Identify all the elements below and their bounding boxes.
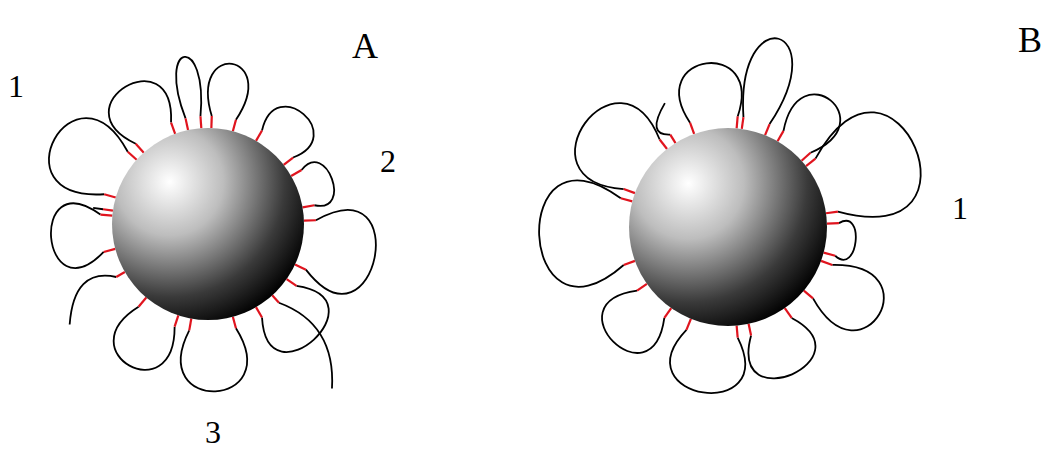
anchor-segment bbox=[210, 116, 213, 128]
anchor-segment bbox=[171, 123, 175, 134]
particle-sphere bbox=[112, 128, 304, 320]
anchor-segment bbox=[624, 261, 635, 265]
anchor-segment bbox=[189, 319, 191, 331]
particle-sphere bbox=[629, 128, 827, 326]
polymer-tail bbox=[279, 303, 332, 389]
anchor-segment bbox=[737, 116, 738, 128]
polymer-tail bbox=[70, 276, 117, 325]
anchor-segment bbox=[827, 222, 839, 225]
polymer-loop bbox=[176, 57, 201, 119]
polymer-loop bbox=[181, 328, 247, 391]
anchor-segment bbox=[136, 144, 144, 153]
polymer-loop bbox=[743, 38, 792, 124]
polymer-loop bbox=[262, 286, 329, 352]
polymer-loop bbox=[749, 318, 816, 379]
anchor-segment bbox=[128, 152, 137, 160]
anchor-segment bbox=[806, 159, 815, 166]
anchor-segment bbox=[660, 140, 667, 149]
anchor-segment bbox=[199, 116, 202, 128]
anchor-segment bbox=[139, 298, 147, 307]
anchor-segment bbox=[637, 284, 647, 291]
polymer-loop bbox=[602, 291, 664, 353]
anchor-segment bbox=[295, 265, 306, 270]
anchor-segment bbox=[233, 120, 236, 132]
anchor-segment bbox=[304, 219, 316, 222]
anchor-segment bbox=[104, 249, 116, 252]
anchor-segment bbox=[100, 215, 112, 216]
polymer-loop bbox=[262, 107, 314, 158]
anchor-segment bbox=[272, 295, 279, 302]
callout-number: 2 bbox=[380, 145, 396, 177]
anchor-segment bbox=[116, 272, 125, 277]
polymer-loop bbox=[815, 112, 920, 217]
anchor-segment bbox=[765, 124, 769, 135]
callout-number: 3 bbox=[205, 416, 221, 448]
anchor-segment bbox=[802, 153, 811, 161]
anchor-segment bbox=[256, 130, 262, 140]
polymer-loops bbox=[49, 57, 376, 392]
anchor-segment bbox=[256, 307, 262, 317]
polymer-loop bbox=[302, 162, 335, 206]
anchor-segment bbox=[821, 261, 832, 265]
polymer-loop bbox=[51, 203, 104, 268]
anchor-segment bbox=[175, 315, 179, 326]
anchor-segment bbox=[233, 317, 236, 329]
anchor-segment bbox=[104, 194, 116, 197]
callout-number: 1 bbox=[8, 70, 24, 102]
anchor-segment bbox=[664, 308, 671, 318]
anchor-segment bbox=[824, 253, 836, 256]
anchor-segment bbox=[186, 118, 188, 130]
anchor-segment bbox=[624, 189, 635, 193]
anchor-segment bbox=[690, 123, 694, 134]
anchor-segment bbox=[742, 117, 744, 129]
panel-letter: A bbox=[352, 28, 378, 64]
anchor-segment bbox=[287, 279, 297, 286]
panel-letter: B bbox=[1018, 22, 1042, 58]
anchor-segment bbox=[737, 326, 738, 338]
anchor-segment bbox=[826, 212, 838, 214]
polymer-loop bbox=[784, 94, 841, 152]
polymer-loop bbox=[670, 330, 745, 393]
anchor-segment bbox=[686, 319, 690, 330]
anchor-segment bbox=[303, 205, 315, 207]
polymer-loop bbox=[208, 64, 248, 120]
anchor-segment bbox=[291, 170, 301, 176]
anchor-segment bbox=[621, 198, 633, 201]
polymer-loop bbox=[679, 63, 742, 123]
anchor-segment bbox=[670, 135, 675, 143]
anchor-segment bbox=[785, 308, 792, 318]
anchor-segment bbox=[749, 324, 751, 336]
polymer-loop bbox=[109, 81, 171, 144]
anchor-segment bbox=[284, 158, 293, 165]
polymer-loop bbox=[114, 307, 175, 370]
callout-number: 1 bbox=[952, 192, 968, 224]
polymer-loop bbox=[835, 221, 856, 260]
polymer-tail bbox=[93, 208, 103, 209]
polymer-loop bbox=[539, 180, 624, 287]
anchor-segment bbox=[103, 209, 113, 210]
polymer-loop bbox=[306, 210, 376, 294]
anchor-segment bbox=[804, 291, 813, 299]
polymer-tail bbox=[656, 103, 670, 134]
polymer-loop bbox=[813, 265, 884, 330]
polymer-loops bbox=[539, 38, 921, 393]
anchor-segment bbox=[778, 131, 784, 141]
